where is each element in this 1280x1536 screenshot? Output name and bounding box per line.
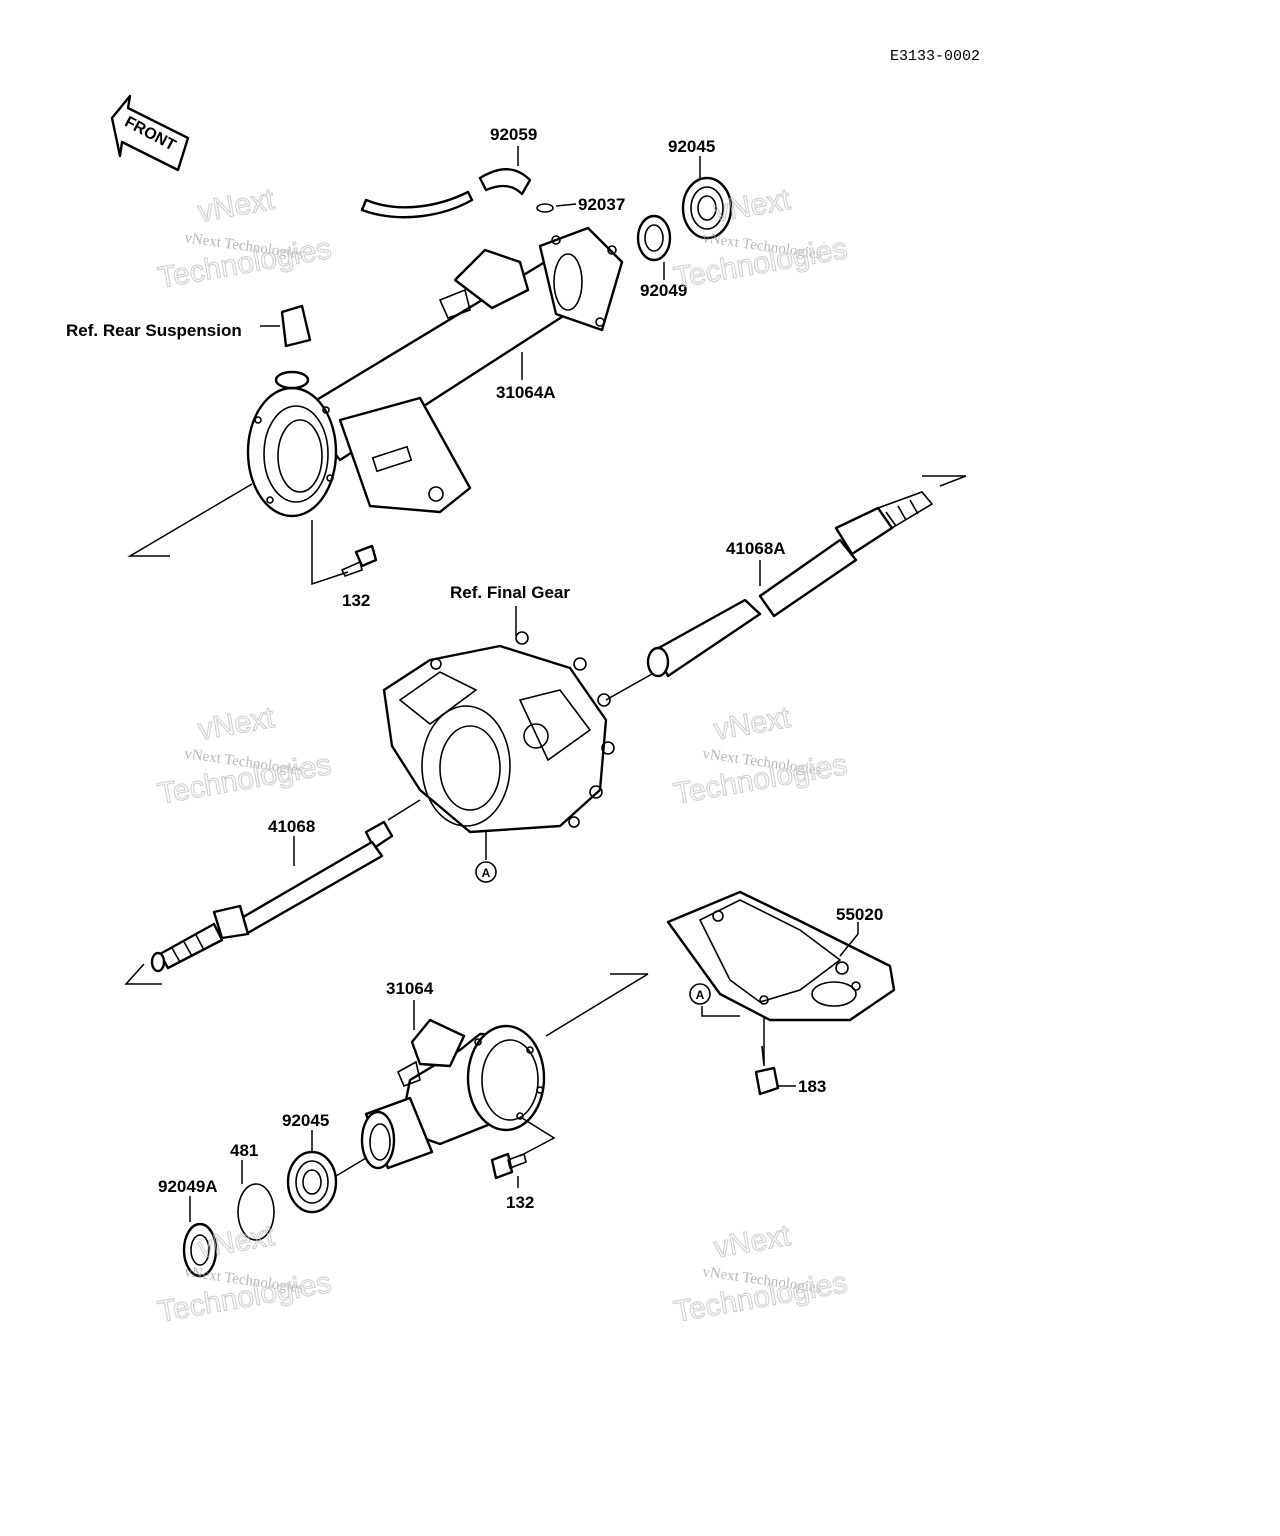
oil-seal-top-part	[636, 214, 672, 262]
leader-132-bottom-upper	[519, 1117, 556, 1157]
bearing-bottom-part	[286, 1150, 338, 1214]
axis-line-bottom	[335, 1157, 367, 1177]
part-number-92059: 92059	[490, 125, 537, 144]
axle-shaft-right-part	[646, 491, 934, 678]
part-number-31064: 31064	[386, 979, 434, 998]
bearing-top-part	[681, 176, 733, 240]
part-number-92049: 92049	[640, 281, 687, 300]
part-number-41068: 41068	[268, 817, 315, 836]
axis-line-upper-right	[922, 475, 967, 487]
bump-stop-part	[274, 304, 312, 390]
bolt-top-part	[340, 544, 378, 577]
bolt-183-part	[754, 1045, 780, 1096]
bolt-bottom-part	[490, 1152, 527, 1180]
axis-line-lower-left	[124, 963, 162, 985]
axle-housing-right-part	[360, 1018, 546, 1170]
callout-a-lower-marker	[689, 983, 711, 1005]
part-number-31064A: 31064A	[496, 383, 556, 402]
axle-shaft-left-part	[150, 820, 394, 973]
axis-line-final-gear	[605, 673, 653, 701]
svg-text:vNext: vNext	[711, 701, 793, 747]
watermark-upper-left: vNext vNext Technologies Technologies	[155, 182, 334, 295]
watermark-mid-right: vNext vNext Technologies Technologies	[671, 700, 850, 811]
axis-line-upper-left	[127, 483, 253, 557]
callout-a-upper-marker	[475, 861, 497, 883]
part-number-92045-top: 92045	[668, 137, 715, 156]
watermark-lower-left: vNext vNext Technologies Technologies	[155, 1218, 334, 1329]
oil-seal-bottom-part	[182, 1222, 218, 1278]
part-number-92049A: 92049A	[158, 1177, 218, 1196]
front-arrow-icon: FRONT	[110, 94, 190, 172]
circlip-part	[237, 1183, 275, 1241]
breather-hose-part	[360, 168, 532, 219]
leader-callout-a-lower	[701, 1006, 740, 1017]
part-number-481: 481	[230, 1141, 258, 1160]
watermark-lower-right: vNext vNext Technologies Technologies	[671, 1218, 850, 1329]
svg-text:vNext: vNext	[711, 1219, 793, 1265]
part-number-132-top: 132	[342, 591, 370, 610]
axle-housing-left-part	[246, 226, 624, 518]
part-number-92037: 92037	[578, 195, 625, 214]
svg-text:vNext: vNext	[195, 701, 277, 747]
ref-final-gear-label: Ref. Final Gear	[450, 583, 570, 602]
ref-rear-suspension-label: Ref. Rear Suspension	[66, 321, 242, 340]
callout-a-lower-text: A	[696, 988, 705, 1002]
axis-line-mid-right	[545, 973, 649, 1037]
leader-55020	[839, 922, 859, 957]
leader-92037	[555, 203, 577, 207]
svg-text:vNext: vNext	[195, 183, 277, 229]
part-number-132-bottom: 132	[506, 1193, 534, 1212]
part-number-183: 183	[798, 1077, 826, 1096]
final-gear-housing-part	[382, 631, 615, 834]
callout-a-upper-text: A	[482, 866, 491, 880]
axis-line-mid-left	[387, 799, 421, 821]
diagram-ref-code: E3133-0002	[890, 48, 980, 65]
part-number-55020: 55020	[836, 905, 883, 924]
watermark-mid-left: vNext vNext Technologies Technologies	[155, 700, 334, 811]
guard-plate-part	[666, 890, 896, 1022]
part-number-92045-bottom: 92045	[282, 1111, 329, 1130]
clip-part	[536, 203, 554, 213]
part-number-41068A: 41068A	[726, 539, 786, 558]
leader-132-top	[311, 520, 349, 586]
